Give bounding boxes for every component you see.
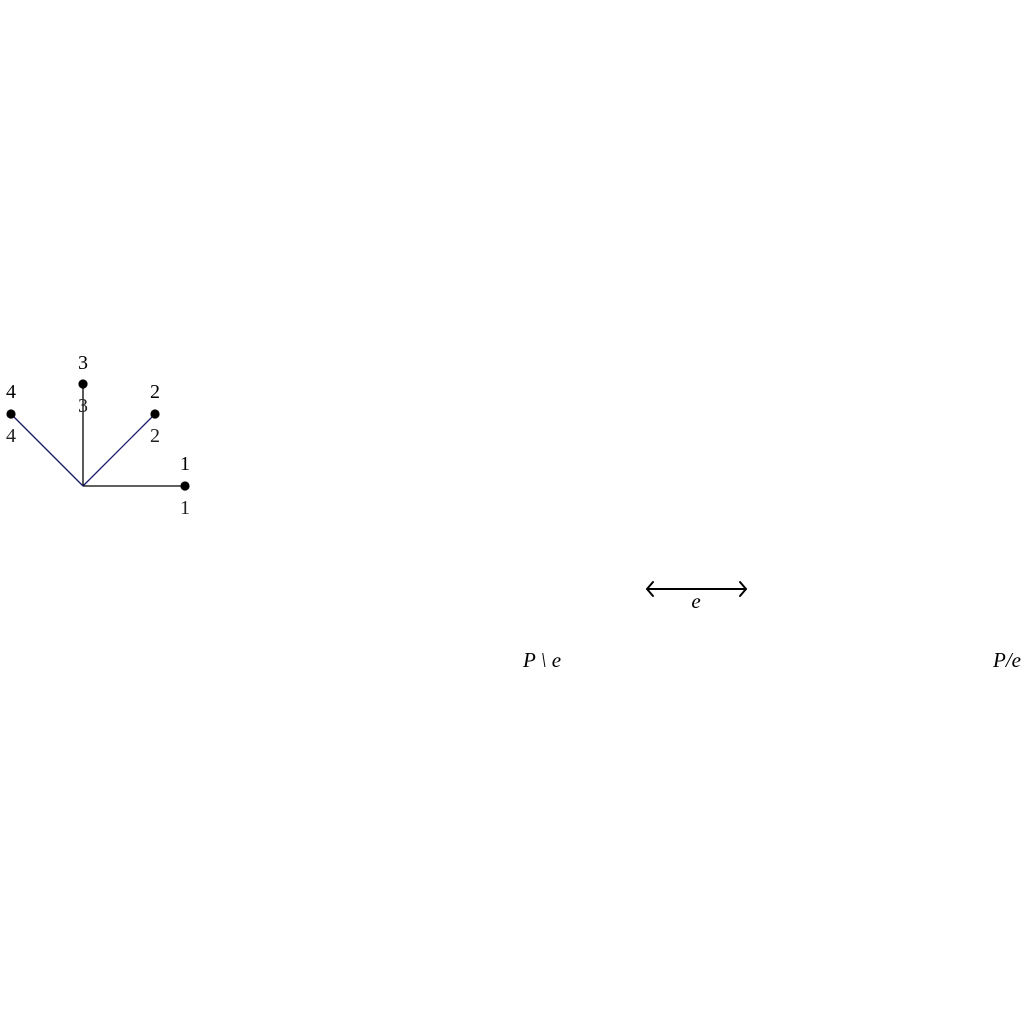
vertex-3-label-bottom: 3 — [78, 395, 88, 417]
vertex-4 — [6, 409, 16, 419]
vertices — [6, 379, 190, 491]
vertex-1-label-top: 1 — [180, 453, 190, 475]
vertex-labels: 1 1 2 2 3 3 4 4 — [6, 352, 190, 519]
vertex-1 — [180, 481, 190, 491]
vertex-2-label-bottom: 2 — [150, 425, 160, 447]
vertex-2-label-top: 2 — [150, 381, 160, 403]
vertex-2 — [150, 409, 160, 419]
deletion-label: P \ e — [522, 648, 561, 672]
vertex-4-label-bottom: 4 — [6, 425, 16, 447]
edge-label: e — [691, 589, 700, 613]
vertex-4-label-top: 4 — [6, 381, 16, 403]
vertex-3-label-top: 3 — [78, 352, 88, 374]
edges — [10, 384, 185, 487]
double-arrow-icon — [646, 581, 747, 597]
vertex-1-label-bottom: 1 — [180, 497, 190, 519]
vertex-3 — [78, 379, 88, 389]
contraction-label: P/e — [992, 648, 1021, 672]
edge-to-vertex-4 — [10, 413, 84, 487]
edge-to-vertex-2 — [82, 413, 156, 487]
